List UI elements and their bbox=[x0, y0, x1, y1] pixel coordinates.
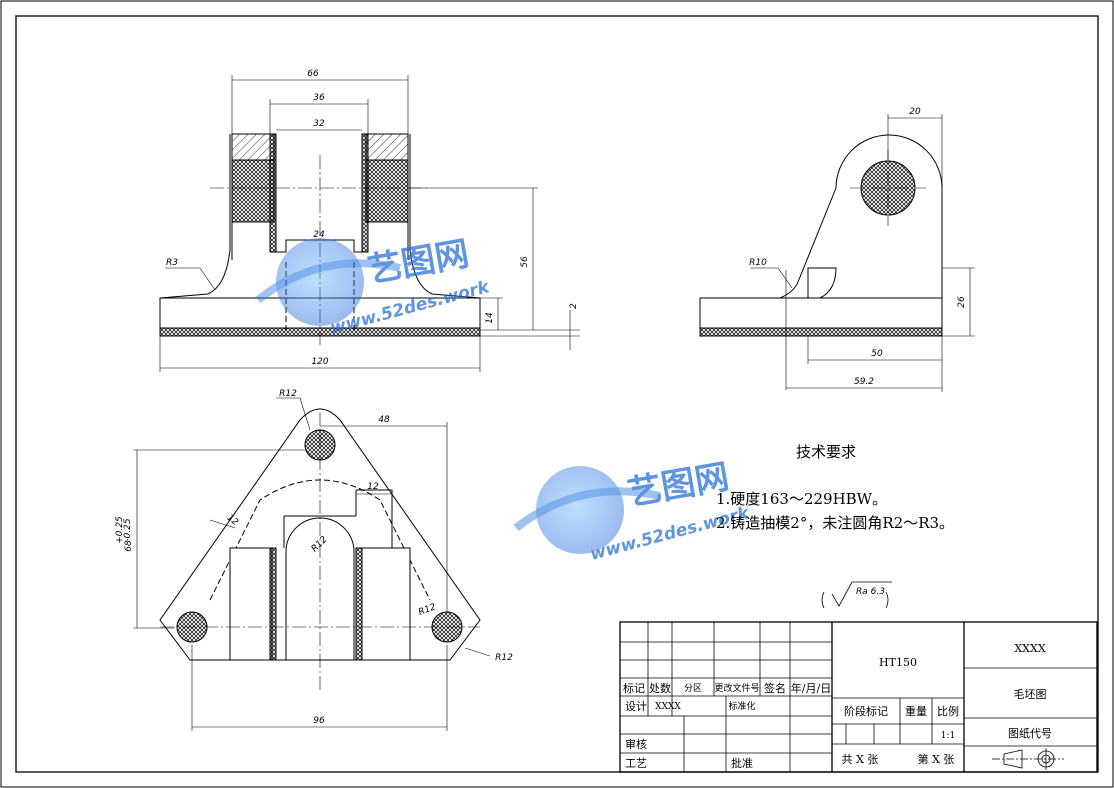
tb-company: XXXX bbox=[1014, 642, 1045, 655]
tb-standard-label: 标准化 bbox=[728, 700, 755, 712]
watermark-globe-icon-2 bbox=[536, 466, 624, 554]
tb-drawing-name: 毛坯图 bbox=[1014, 688, 1047, 701]
tb-header-doc: 更改文件号 bbox=[714, 682, 759, 694]
tb-material: HT150 bbox=[879, 656, 917, 669]
title-block bbox=[619, 621, 1098, 773]
roughness-symbol bbox=[821, 581, 892, 609]
dim-side-26: 26 bbox=[957, 296, 967, 308]
side-view bbox=[699, 134, 943, 390]
tb-design-label: 设计 bbox=[625, 700, 647, 713]
top-view bbox=[159, 408, 481, 690]
dim-top-48: 48 bbox=[378, 415, 390, 425]
dim-side-50: 50 bbox=[871, 349, 883, 359]
tb-header-mark: 标记 bbox=[623, 681, 645, 695]
tb-sheet-total: 共 X 张 bbox=[842, 753, 879, 766]
tb-process-label: 工艺 bbox=[625, 757, 647, 770]
dim-top-68-tol-upper: +0.25 bbox=[115, 516, 125, 544]
front-dimensions bbox=[159, 75, 580, 372]
dim-front-24: 24 bbox=[313, 230, 325, 240]
dim-front-14: 14 bbox=[485, 312, 495, 324]
tb-header-zone: 分区 bbox=[684, 683, 702, 694]
tech-line-2: 2.铸造抽模2°，未注圆角R2～R3。 bbox=[716, 514, 954, 532]
dim-side-59-2: 59.2 bbox=[854, 377, 874, 387]
projection-symbol-icon bbox=[992, 748, 1064, 770]
tb-stage-label: 阶段标记 bbox=[844, 704, 888, 718]
tb-approve-label: 批准 bbox=[731, 756, 753, 770]
tb-header-sign: 签名 bbox=[764, 681, 786, 695]
tb-ratio-value: 1:1 bbox=[941, 731, 955, 741]
inner-border bbox=[15, 15, 1099, 773]
dim-front-66: 66 bbox=[307, 69, 319, 79]
dim-front-56: 56 bbox=[520, 256, 530, 268]
dim-front-2: 2 bbox=[569, 303, 579, 309]
tb-review-label: 审核 bbox=[625, 737, 647, 751]
tech-line-1: 1.硬度163～229HBW。 bbox=[716, 490, 887, 508]
side-dimensions bbox=[750, 114, 975, 392]
tb-designer: XXXX bbox=[655, 702, 681, 712]
tb-sheet-number: 第 X 张 bbox=[918, 752, 955, 766]
dim-side-20: 20 bbox=[909, 107, 921, 117]
dim-top-r12-d: R12 bbox=[495, 653, 513, 663]
tb-header-count: 处数 bbox=[649, 682, 671, 695]
tb-header-date: 年/月/日 bbox=[791, 681, 831, 695]
tb-ratio-label: 比例 bbox=[937, 704, 959, 718]
dim-front-32: 32 bbox=[313, 119, 325, 129]
dim-front-36: 36 bbox=[313, 93, 325, 103]
dim-top-96: 96 bbox=[313, 716, 325, 726]
tb-weight-label: 重量 bbox=[905, 704, 927, 718]
roughness-value: Ra 6.3 bbox=[856, 587, 885, 597]
watermark-2: 艺图网 www.52des.work bbox=[513, 457, 753, 565]
dim-front-120: 120 bbox=[311, 357, 328, 367]
dim-top-68-tol-lower: -0.25 bbox=[123, 518, 133, 542]
watermark-globe-icon bbox=[276, 238, 364, 326]
dim-top-12-b: 12 bbox=[367, 482, 379, 492]
dim-side-r10: R10 bbox=[749, 258, 767, 268]
dim-front-r3: R3 bbox=[166, 258, 178, 268]
watermark-brand: 艺图网 bbox=[365, 234, 472, 291]
dim-top-68: 68 bbox=[124, 540, 134, 552]
tb-drawing-code-label: 图纸代号 bbox=[1008, 727, 1052, 740]
tech-title: 技术要求 bbox=[796, 443, 856, 461]
dim-top-r12-a: R12 bbox=[279, 389, 297, 399]
top-dimensions bbox=[133, 397, 491, 731]
